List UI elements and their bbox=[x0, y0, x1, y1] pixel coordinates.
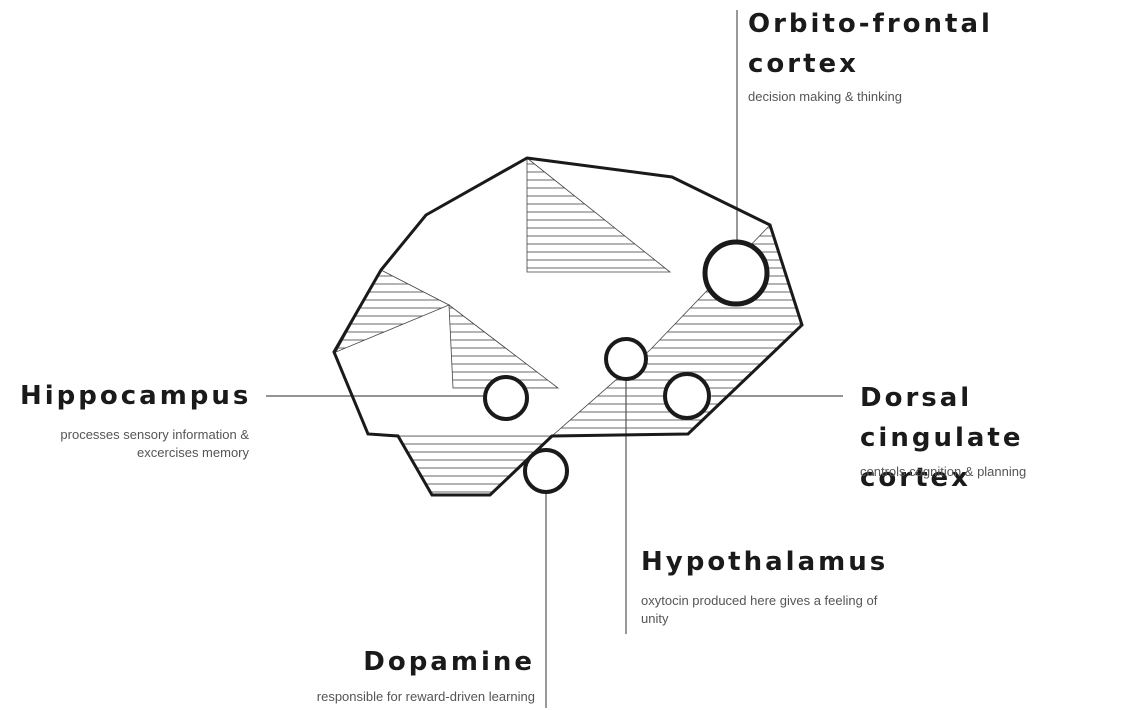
dorsal-cingulate-description: controls cognition & planning bbox=[860, 463, 1120, 481]
hippocampus-marker bbox=[485, 377, 527, 419]
hypothalamus-marker bbox=[606, 339, 646, 379]
hatched-region-left bbox=[336, 270, 449, 352]
orbitofrontal-title-line1: Orbito-frontal bbox=[748, 4, 1048, 44]
orbitofrontal-description: decision making & thinking bbox=[748, 88, 1048, 106]
dopamine-marker bbox=[525, 450, 567, 492]
hippocampus-description-line2: excercises memory bbox=[20, 444, 249, 462]
hypothalamus-description: oxytocin produced here gives a feeling o… bbox=[641, 592, 941, 628]
dorsal-cingulate-marker bbox=[665, 374, 709, 418]
dopamine-description: responsible for reward-driven learning bbox=[230, 688, 535, 706]
hypothalamus-description-line1: oxytocin produced here gives a feeling o… bbox=[641, 592, 941, 610]
orbitofrontal-marker bbox=[705, 242, 767, 304]
orbitofrontal-title-line2: cortex bbox=[748, 44, 1048, 84]
dopamine-title: Dopamine bbox=[280, 642, 535, 682]
hippocampus-description: processes sensory information & excercis… bbox=[20, 426, 249, 462]
orbitofrontal-title: Orbito-frontal cortex bbox=[748, 4, 1048, 84]
hypothalamus-description-line2: unity bbox=[641, 610, 941, 628]
hypothalamus-title: Hypothalamus bbox=[641, 542, 941, 582]
dorsal-cingulate-title-line1: Dorsal cingulate bbox=[860, 378, 1130, 458]
hippocampus-title: Hippocampus bbox=[20, 376, 250, 416]
hippocampus-description-line1: processes sensory information & bbox=[20, 426, 249, 444]
